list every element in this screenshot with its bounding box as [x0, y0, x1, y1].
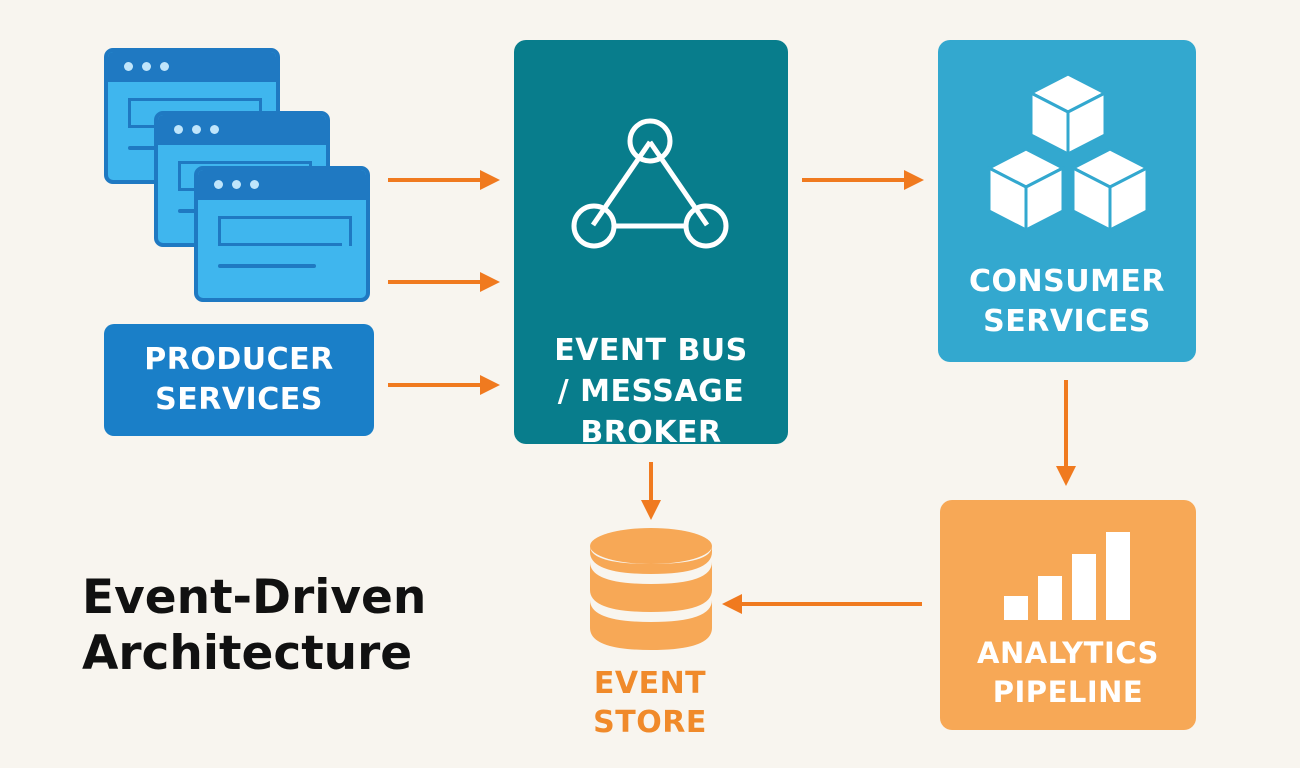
producer-label-line2: SERVICES	[155, 382, 323, 417]
producer-services-box: PRODUCER SERVICES	[104, 324, 374, 436]
event-store-label: EVENT STORE	[560, 664, 740, 742]
analytics-label-line2: PIPELINE	[992, 675, 1144, 709]
consumer-label-line2: SERVICES	[983, 304, 1151, 339]
title-line2: Architecture	[82, 626, 413, 681]
event-bus-box: EVENT BUS / MESSAGE BROKER	[514, 40, 788, 450]
analytics-label-line1: ANALYTICS	[977, 636, 1159, 670]
bus-label-line3: BROKER	[580, 415, 722, 450]
consumer-label-line1: CONSUMER	[968, 264, 1166, 299]
diagram-title: Event-Driven Architecture	[82, 570, 502, 682]
title-line1: Event-Driven	[82, 570, 427, 625]
network-triangle-icon	[571, 118, 729, 249]
consumer-services-box: CONSUMER SERVICES	[938, 40, 1196, 362]
bar-chart-icon	[1004, 532, 1130, 620]
cubes-icon	[987, 72, 1149, 232]
analytics-pipeline-box: ANALYTICS PIPELINE	[940, 500, 1196, 730]
bus-label-line2: / MESSAGE	[557, 374, 745, 409]
producer-label-line1: PRODUCER	[144, 342, 334, 377]
producer-window-icon	[194, 166, 370, 302]
store-label-line2: STORE	[593, 705, 707, 740]
store-label-line1: EVENT	[593, 666, 707, 701]
bus-label-line1: EVENT BUS	[554, 333, 748, 368]
